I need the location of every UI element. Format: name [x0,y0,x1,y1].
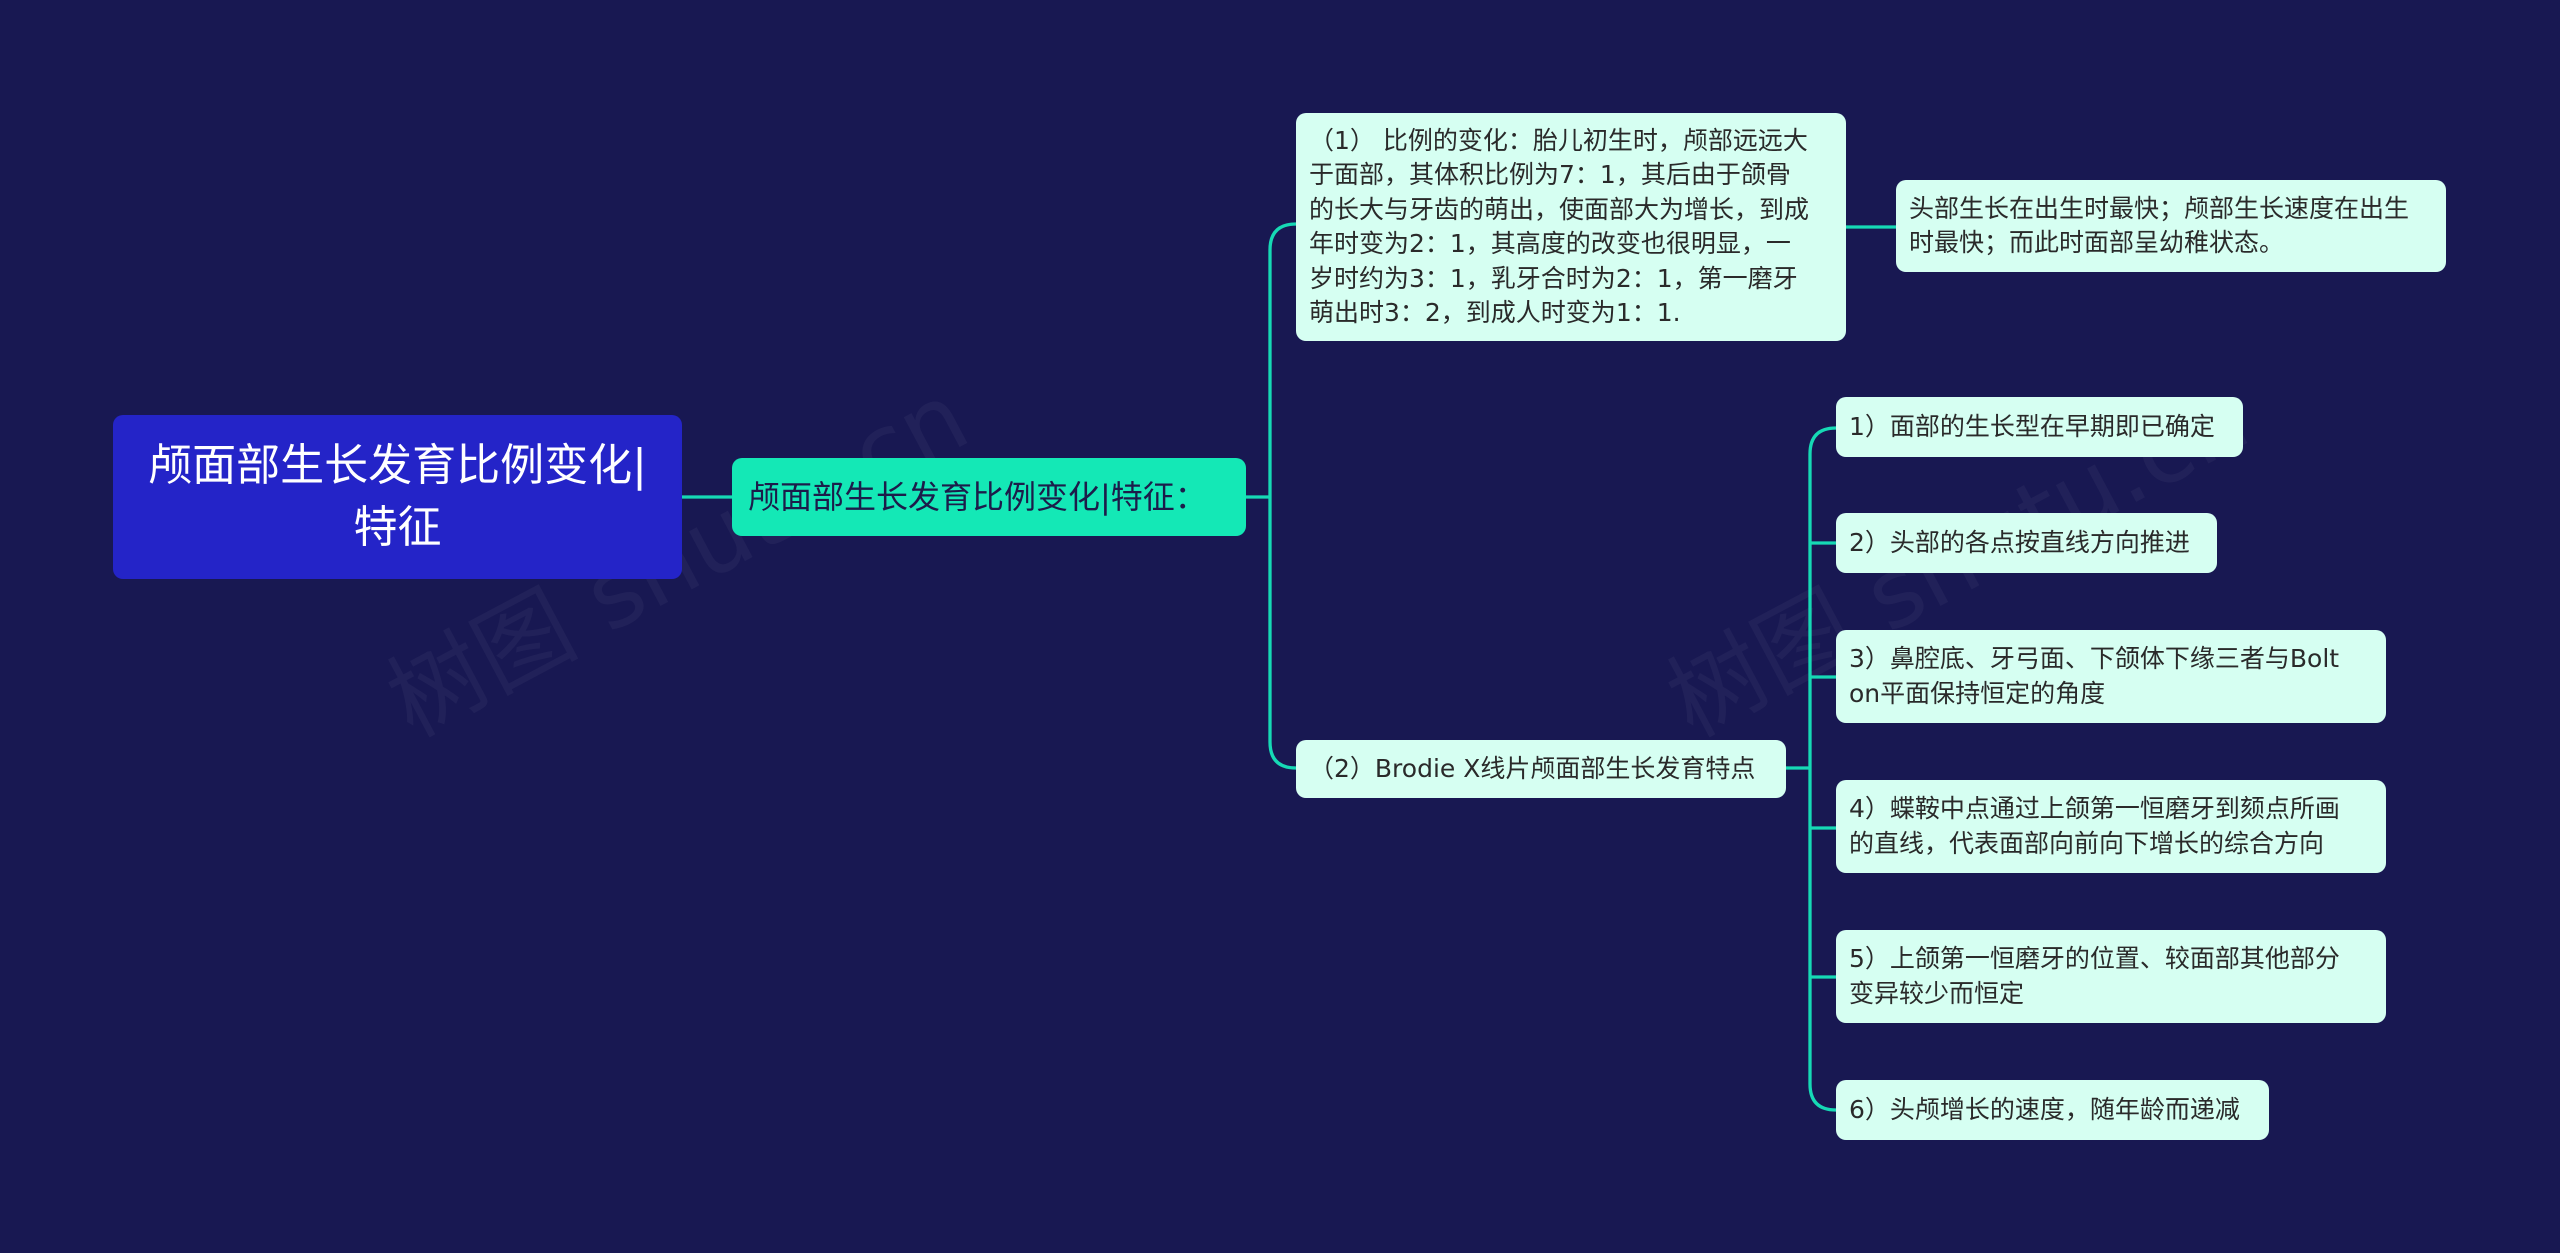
main-topic-node[interactable]: 颅面部生长发育比例变化|特征： [732,458,1246,536]
brodie-item-2[interactable]: 2）头部的各点按直线方向推进 [1836,513,2217,573]
brodie-item-5[interactable]: 5）上颌第一恒磨牙的位置、较面部其他部分 变异较少而恒定 [1836,930,2386,1023]
branch-proportion-node[interactable]: （1） 比例的变化：胎儿初生时，颅部远远大 于面部，其体积比例为7：1，其后由于… [1296,113,1846,341]
brodie-item-1-text: 1）面部的生长型在早期即已确定 [1849,411,2215,441]
root-node-text: 颅面部生长发育比例变化| 特征 [148,440,647,553]
connector-branch2-children [1784,426,1838,1112]
brodie-item-4[interactable]: 4）蝶鞍中点通过上颌第一恒磨牙到颏点所画 的直线，代表面部向前向下增长的综合方向 [1836,780,2386,873]
brodie-item-6[interactable]: 6）头颅增长的速度，随年龄而递减 [1836,1080,2269,1140]
brodie-item-2-text: 2）头部的各点按直线方向推进 [1849,527,2190,557]
brodie-item-1[interactable]: 1）面部的生长型在早期即已确定 [1836,397,2243,457]
branch-proportion-child-text: 头部生长在出生时最快；颅部生长速度在出生 时最快；而此时面部呈幼稚状态。 [1909,193,2410,258]
main-topic-text: 颅面部生长发育比例变化|特征： [748,478,1207,516]
connector-main-branches [1244,222,1298,770]
brodie-item-3-text: 3）鼻腔底、牙弓面、下颌体下缘三者与Bolt on平面保持恒定的角度 [1849,644,2340,708]
branch-proportion-child-node[interactable]: 头部生长在出生时最快；颅部生长速度在出生 时最快；而此时面部呈幼稚状态。 [1896,180,2446,272]
branch-proportion-text: （1） 比例的变化：胎儿初生时，颅部远远大 于面部，其体积比例为7：1，其后由于… [1309,125,1810,328]
branch-brodie-text: （2）Brodie X线片颅面部生长发育特点 [1309,753,1756,783]
brodie-item-3[interactable]: 3）鼻腔底、牙弓面、下颌体下缘三者与Bolt on平面保持恒定的角度 [1836,630,2386,723]
branch-brodie-node[interactable]: （2）Brodie X线片颅面部生长发育特点 [1296,740,1786,798]
brodie-item-4-text: 4）蝶鞍中点通过上颌第一恒磨牙到颏点所画 的直线，代表面部向前向下增长的综合方向 [1849,794,2340,858]
root-node[interactable]: 颅面部生长发育比例变化| 特征 [113,415,682,579]
brodie-item-6-text: 6）头颅增长的速度，随年龄而递减 [1849,1094,2240,1124]
brodie-item-5-text: 5）上颌第一恒磨牙的位置、较面部其他部分 变异较少而恒定 [1849,944,2340,1008]
